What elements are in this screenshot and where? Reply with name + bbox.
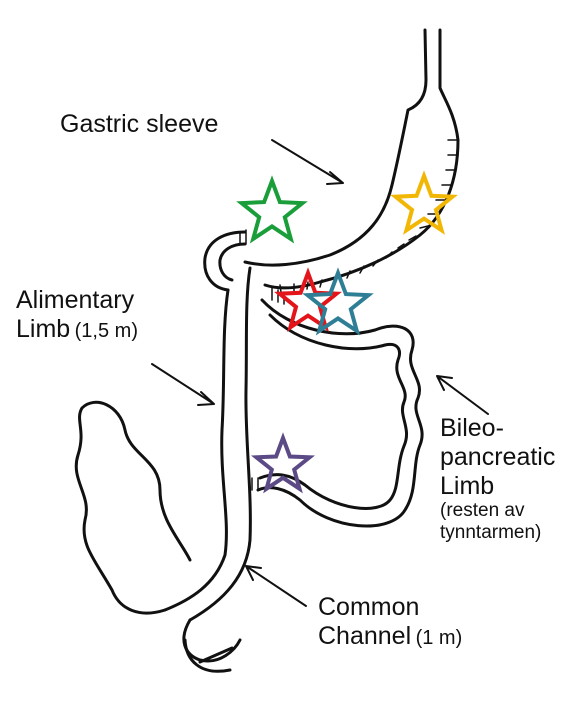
- label-alimentary-limb: Alimentary Limb (1,5 m): [16, 286, 138, 344]
- arrow-common: [246, 566, 306, 606]
- alimentary-measure: (1,5 m): [75, 320, 138, 342]
- bileo-line3: Limb: [440, 472, 555, 501]
- yellow-star-icon: [396, 176, 453, 230]
- alimentary-line2: Limb (1,5 m): [16, 315, 138, 344]
- alimentary-limb-left: [165, 290, 228, 610]
- green-star-icon: [242, 181, 303, 239]
- arrow-alimentary: [152, 364, 214, 405]
- label-gastric-sleeve: Gastric sleeve: [60, 110, 218, 139]
- colon-outline-left: [76, 402, 190, 613]
- bileo-line4: (resten av: [440, 500, 555, 522]
- staple-line-lower: [252, 478, 258, 490]
- common-line1: Common: [318, 593, 462, 622]
- colon-outline-right: [184, 620, 240, 661]
- alimentary-line1: Alimentary: [16, 286, 138, 315]
- bileo-line5: tynntarmen): [440, 522, 555, 544]
- bileo-limb-outer: [258, 300, 422, 526]
- arrow-bileo: [437, 376, 488, 414]
- label-bileo-limb: Bileo- pancreatic Limb (resten av tynnta…: [440, 414, 555, 544]
- common-measure: (1 m): [416, 627, 463, 649]
- staple-line-sleeve: [280, 140, 458, 292]
- arrow-gastric-sleeve: [272, 140, 343, 184]
- sleeve-outer-wall: [245, 30, 426, 265]
- bileo-line2: pancreatic: [440, 443, 555, 472]
- sleeve-inner-wall: [265, 30, 458, 288]
- label-common-channel: Common Channel (1 m): [318, 593, 462, 651]
- bileo-line1: Bileo-: [440, 414, 555, 443]
- pouch-loop: [205, 232, 245, 290]
- pouch-loop-inner: [220, 244, 245, 280]
- common-line2: Channel (1 m): [318, 622, 462, 651]
